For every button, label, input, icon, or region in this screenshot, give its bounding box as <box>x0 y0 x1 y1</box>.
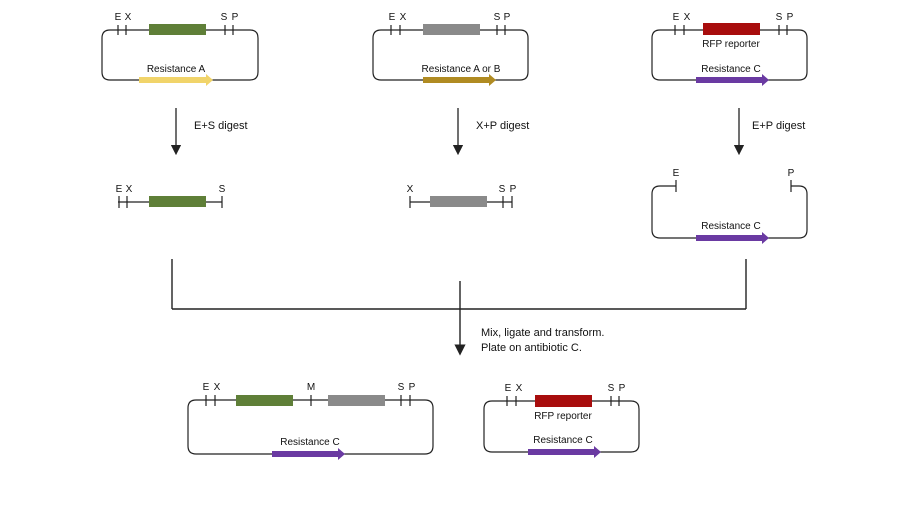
plasmid-b-site-e: E <box>389 12 396 23</box>
plasmid-a-site-p: P <box>232 12 239 23</box>
plasmid-a: E X S P Resistance A <box>101 12 259 86</box>
plasmid-c-site-p: P <box>787 12 794 23</box>
plasmid-a-resistance-label: Resistance A <box>147 64 206 75</box>
fragment-a-site-e: E <box>116 184 123 195</box>
plasmid-a-site-e: E <box>115 12 122 23</box>
plasmid-c-backbone <box>651 29 808 81</box>
product-2-insert <box>535 395 592 407</box>
plasmid-b-site-p: P <box>504 12 511 23</box>
plasmid-c-site-x: X <box>684 12 691 23</box>
backbone-c-resistance-label: Resistance C <box>701 221 760 232</box>
backbone-c-resistance-arrow <box>696 232 769 244</box>
plasmid-c-site-s: S <box>776 12 783 23</box>
plasmid-c-insert-label: RFP reporter <box>702 39 760 50</box>
plasmid-b: E X S P Resistance A or B <box>372 12 529 86</box>
product-2-insert-label: RFP reporter <box>534 411 592 422</box>
product-1-insert-gray <box>328 395 385 406</box>
product-2: E X S P RFP reporter Resistance C <box>483 383 640 458</box>
product-1-site-p: P <box>409 382 416 393</box>
product-2-backbone <box>483 400 640 453</box>
product-1-site-s: S <box>398 382 405 393</box>
fragment-a: E X S <box>116 184 226 208</box>
product-2-site-x: X <box>516 383 523 394</box>
digest-label-a: E+S digest <box>194 120 248 132</box>
ligation-line-2: Plate on antibiotic C. <box>481 342 582 354</box>
fragment-b: X S P <box>407 184 517 208</box>
product-1-resistance-label: Resistance C <box>280 437 339 448</box>
fragment-b-insert <box>430 196 487 207</box>
plasmid-a-site-x: X <box>125 12 132 23</box>
fragment-a-insert <box>149 196 206 207</box>
plasmid-c-insert <box>703 23 760 35</box>
digest-label-b: X+P digest <box>476 120 529 132</box>
plasmid-a-resistance-arrow <box>139 74 213 86</box>
plasmid-b-site-x: X <box>400 12 407 23</box>
plasmid-b-resistance-label: Resistance A or B <box>422 64 501 75</box>
product-1-site-x: X <box>214 382 221 393</box>
product-2-resistance-label: Resistance C <box>533 435 592 446</box>
fragment-b-site-x: X <box>407 184 414 195</box>
ligation-line-1: Mix, ligate and transform. <box>481 327 605 339</box>
digest-arrows <box>170 108 745 156</box>
fragment-a-site-s: S <box>219 184 226 195</box>
plasmid-a-backbone <box>101 29 259 81</box>
product-2-site-s: S <box>608 383 615 394</box>
plasmid-b-site-s: S <box>494 12 501 23</box>
product-1-insert-green <box>236 395 293 406</box>
product-1-backbone <box>187 399 434 455</box>
plasmid-c: E X S P RFP reporter Resistance C <box>651 12 808 86</box>
plasmid-c-resistance-arrow <box>696 74 769 86</box>
plasmid-b-backbone <box>372 29 529 81</box>
merge-lines <box>171 259 747 356</box>
backbone-c-site-e: E <box>673 168 680 179</box>
product-2-resistance-arrow <box>528 446 601 458</box>
plasmid-b-insert <box>423 24 480 35</box>
product-1: E X M S P Resistance C <box>187 382 434 460</box>
plasmid-c-resistance-label: Resistance C <box>701 64 760 75</box>
backbone-c: E P Resistance C <box>651 168 808 244</box>
fragment-b-site-p: P <box>510 184 517 195</box>
plasmid-b-resistance-arrow <box>423 74 496 86</box>
plasmid-a-site-s: S <box>221 12 228 23</box>
fragment-a-site-x: X <box>126 184 133 195</box>
product-1-resistance-arrow <box>272 448 345 460</box>
backbone-c-site-p: P <box>788 168 795 179</box>
digest-label-c: E+P digest <box>752 120 805 132</box>
product-1-site-m: M <box>307 382 315 393</box>
plasmid-c-site-e: E <box>673 12 680 23</box>
product-2-site-e: E <box>505 383 512 394</box>
product-1-site-e: E <box>203 382 210 393</box>
plasmid-a-insert <box>149 24 206 35</box>
product-2-site-p: P <box>619 383 626 394</box>
fragment-b-site-s: S <box>499 184 506 195</box>
